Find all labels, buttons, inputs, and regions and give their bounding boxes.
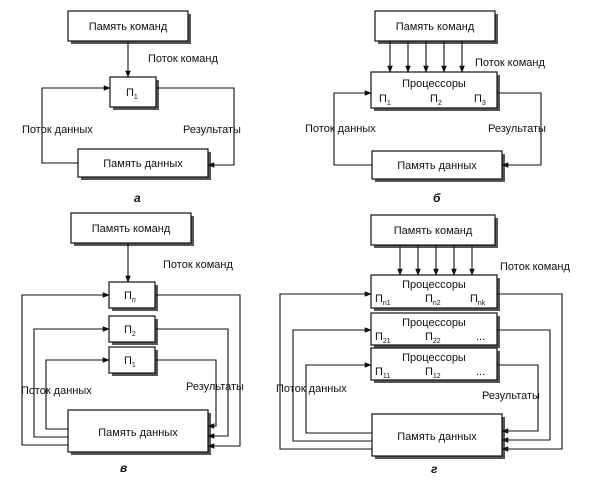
command-memory-label-a: Память команд [89,21,168,33]
processor-b-3: П3 [474,93,486,107]
processor-label-a: П1 [126,87,138,101]
results-arrow-a [156,87,235,168]
results-label-v: Результаты [186,381,244,393]
processor-g-11: П11 [375,366,390,380]
data-memory-box-v [67,409,209,453]
command-stream-label-v: Поток команд [163,259,233,271]
processors-box-g-1 [370,347,498,381]
data-stream-arrow-v-n [21,292,110,446]
caption-g: г [431,462,438,476]
processor-g-n1: Пn1 [375,293,391,307]
processor-b-2: П2 [430,93,442,107]
data-stream-arrow-a [41,85,111,164]
data-stream-arrow-v-1 [45,357,110,430]
results-arrow-g-2 [497,329,551,443]
data-stream-label-b: Поток данных [305,123,376,135]
command-memory-box-b [374,10,496,42]
diagram-v: Память команд Поток команд Пn П2 П1 Памя… [21,212,244,475]
processors-box-g-n [370,274,498,309]
data-stream-label-g: Поток данных [276,383,347,395]
data-stream-arrow-g-2 [292,327,372,442]
processor-b-1: П1 [379,93,391,107]
command-stream-label-g: Поток команд [500,261,570,273]
diagram-a: Память команд Поток команд П1 Память дан… [22,10,241,205]
results-arrow-b [497,92,542,168]
processor-v-n: Пn [124,290,136,304]
results-label-b: Результаты [488,123,546,135]
command-stream-label-b: Поток команд [475,57,545,69]
data-stream-arrow-g-n [279,291,372,450]
processor-g-21: П21 [375,331,391,345]
results-arrow-v-1 [155,359,217,429]
data-memory-label-v: Память данных [98,427,178,439]
results-label-g: Результаты [482,390,540,402]
processor-v-1: П1 [124,355,136,369]
command-memory-label-g: Память команд [394,225,473,237]
data-memory-label-a: Память данных [103,158,183,170]
ellipsis-g-1: ... [476,366,485,378]
processors-box-g-2 [370,312,498,346]
data-stream-label-a: Поток данных [22,124,93,136]
processors-label-g-1: Процессоры [402,352,466,364]
command-memory-box-a [67,10,189,42]
processor-g-12: П12 [425,366,441,380]
processors-label-g-n: Процессоры [402,279,466,291]
ellipsis-g-2: ... [476,331,485,343]
data-memory-box-b [371,150,503,180]
processors-box-b [370,71,498,109]
processors-label-g-2: Процессоры [402,317,466,329]
processor-box-v-1 [108,346,156,374]
processor-g-nk: Пnk [470,293,486,307]
data-stream-arrow-v-2 [33,326,110,438]
processor-g-n2: Пn2 [425,293,441,307]
results-arrow-g-1 [497,364,539,434]
processor-g-22: П22 [425,331,441,345]
data-stream-arrow-b [333,90,372,166]
results-arrow-v-2 [155,328,229,439]
command-memory-label-v: Память команд [92,223,171,235]
caption-v: в [120,461,127,475]
results-arrow-v-n [155,294,241,449]
caption-b: б [433,191,441,205]
command-memory-label-b: Память команд [396,21,475,33]
data-stream-arrow-g-1 [305,362,372,434]
processor-box-v-n [108,281,156,309]
diagram-g: Память команд Поток команд Процессоры Пn… [276,214,570,476]
processor-v-2: П2 [124,324,136,338]
results-arrow-g-n [497,293,563,452]
data-stream-label-v: Поток данных [21,385,92,397]
command-memory-box-v [70,212,192,244]
diagram-b: Память команд Поток команд Процессоры П1… [305,10,546,205]
processor-box-v-2 [108,315,156,343]
processor-box-a [109,76,157,108]
caption-a: а [134,191,141,205]
results-label-a: Результаты [183,124,241,136]
processors-label-b: Процессоры [402,78,466,90]
command-stream-label-a: Поток команд [148,53,218,65]
data-memory-label-g: Память данных [397,431,477,443]
data-memory-label-b: Память данных [397,160,477,172]
command-memory-box-g [370,214,496,246]
data-memory-box-g [371,413,503,457]
